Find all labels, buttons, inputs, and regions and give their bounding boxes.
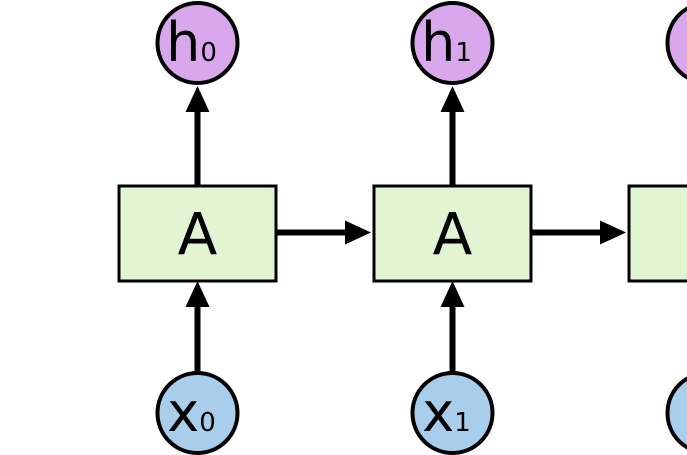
recurrent-arrow-1-head (600, 220, 626, 245)
input-node-1-label: x1 (422, 381, 471, 444)
input-arrow-1-head (440, 281, 465, 307)
input-node-1-circle (410, 371, 495, 455)
input-node-0-letter: x (167, 381, 199, 444)
output-node-0-subscript: 0 (200, 38, 217, 68)
input-node-1-letter: x (422, 381, 454, 444)
output-node-1-subscript: 1 (455, 38, 472, 68)
output-arrow-0-head (185, 86, 210, 112)
output-node-2-circle (665, 6, 687, 80)
input-node-0-label: x0 (167, 381, 216, 444)
output-node-1-letter: h (421, 11, 455, 74)
output-node-1-label: h1 (421, 11, 472, 74)
input-node-1-subscript: 1 (454, 408, 471, 438)
output-node-0-letter: h (166, 11, 200, 74)
recurrent-arrow-0-head (345, 220, 371, 245)
output-node-1-circle (410, 1, 495, 85)
output-node-0-label: h0 (166, 11, 217, 74)
rnn-cell-1 (372, 184, 533, 283)
output-node-0-circle (155, 1, 240, 85)
input-node-2-circle (665, 376, 687, 450)
input-node-0-subscript: 0 (199, 408, 216, 438)
output-arrow-1-head (440, 86, 465, 112)
rnn-cell-2 (627, 184, 687, 283)
input-arrow-0-head (185, 281, 210, 307)
rnn-cell-label-1: A (433, 201, 473, 269)
input-node-0-circle (155, 371, 240, 455)
rnn-cell-label-0: A (178, 201, 218, 269)
